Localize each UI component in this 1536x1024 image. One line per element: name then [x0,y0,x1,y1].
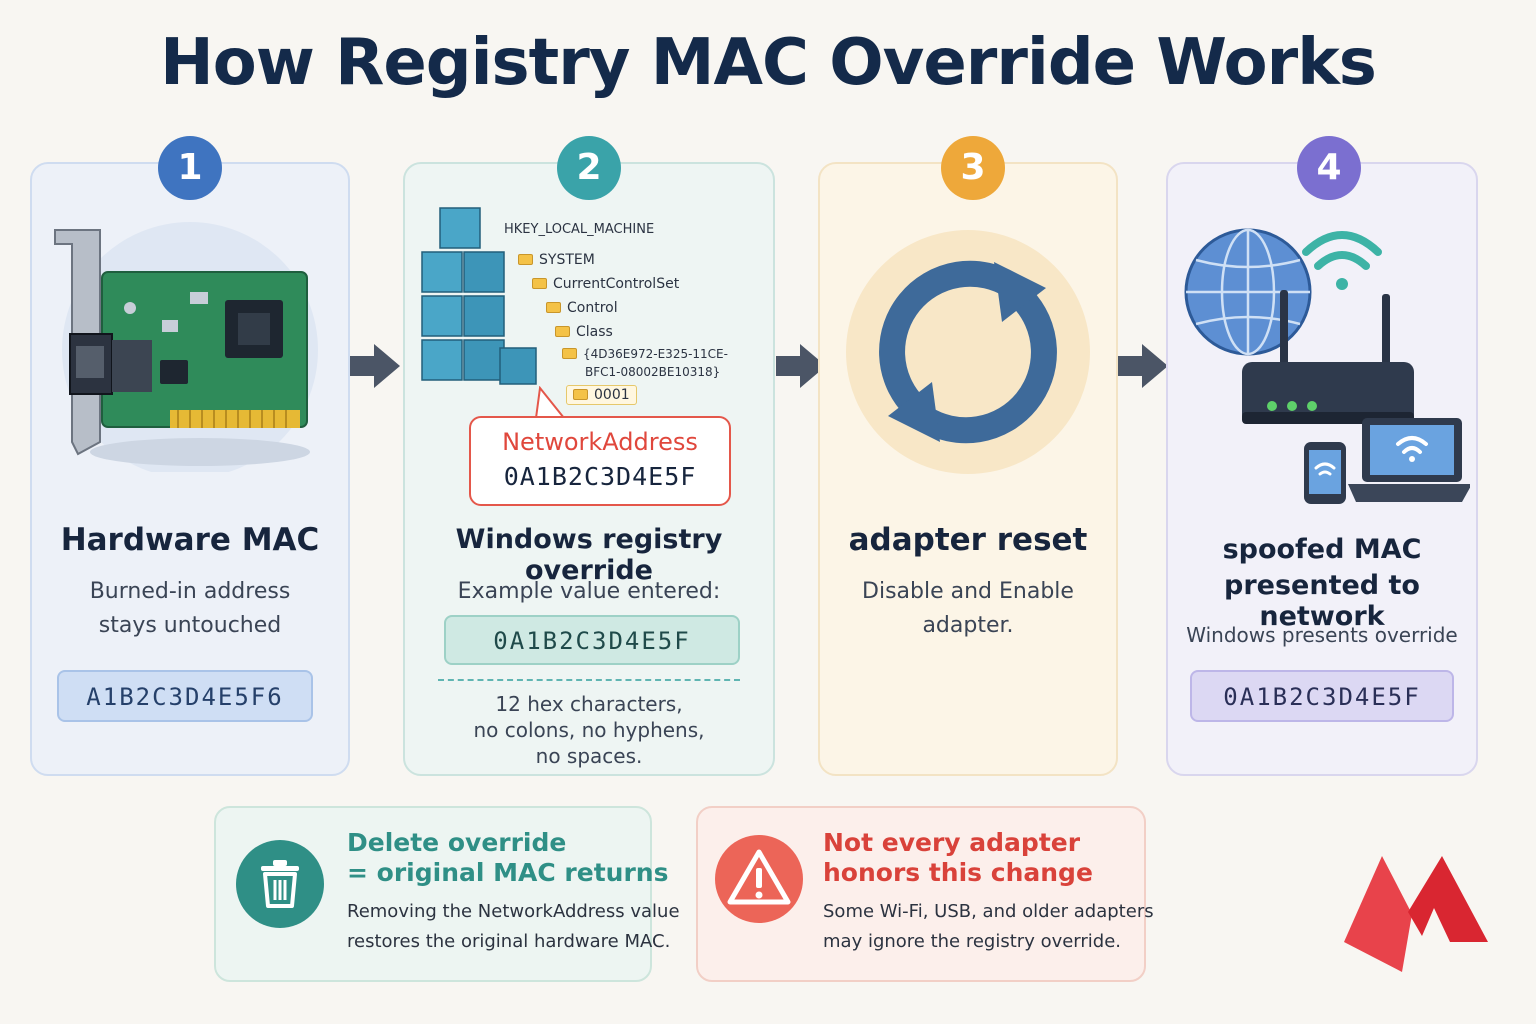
step-heading-3: adapter reset [848,522,1088,558]
folder-icon [518,254,533,265]
callout-value-name: NetworkAddress [502,428,698,456]
wifi-icon [1302,231,1382,270]
arrow-right-icon [350,344,400,388]
note-compat-text-line2: may ignore the registry override. [823,931,1122,952]
note-delete-text-line2: restores the original hardware MAC. [347,931,671,952]
registry-key: SYSTEM [518,252,595,268]
network-address-callout: NetworkAddress 0A1B2C3D4E5F [469,416,731,506]
registry-key: CurrentControlSet [532,276,679,292]
arrow-right-icon [1118,344,1168,388]
step-badge-2: 2 [557,136,621,200]
step-badge-4: 4 [1297,136,1361,200]
registry-cubes-icon [421,207,537,385]
note-compat-title-line1: Not every adapter [823,828,1081,857]
step-desc-3-line2: adapter. [922,613,1014,638]
laptop-icon [1348,418,1470,502]
step-desc-3-line1: Disable and Enable [862,579,1074,604]
page-title: How Registry MAC Override Works [160,26,1377,100]
format-note-line1: 12 hex characters, [495,692,683,716]
step-heading-4-line1: spoofed MAC [1222,534,1422,565]
folder-icon [532,278,547,289]
registry-key: Class [555,324,613,340]
step-caption-2: Example value entered: [457,579,721,604]
step-desc-1-line1: Burned-in address [89,579,291,604]
step-badge-1: 1 [158,136,222,200]
folder-icon [562,348,577,359]
network-card-icon [54,222,318,472]
refresh-icon [846,230,1090,474]
registry-key: {4D36E972-E325-11CE- [562,347,728,361]
registry-root: HKEY_LOCAL_MACHINE [504,222,655,237]
registry-key-continued: BFC1-08002BE10318} [585,365,721,379]
divider [438,679,740,681]
brand-logo-icon [1344,856,1488,972]
format-note-line3: no spaces. [535,744,643,768]
phone-icon [1304,442,1346,504]
folder-icon [573,389,588,400]
note-delete-title-line1: Delete override [347,828,567,857]
note-compat-text-line1: Some Wi-Fi, USB, and older adapters [823,901,1154,922]
step-heading-4-line2: presented to network [1224,570,1420,632]
step-caption-4: Windows presents override [1186,623,1458,647]
spoofed-mac-value: 0A1B2C3D4E5F [1190,670,1454,722]
step-heading-2: Windows registry override [455,524,723,586]
note-compat-title-line2: honors this change [823,858,1093,887]
folder-icon [546,302,561,313]
registry-key: Control [546,300,618,316]
folder-icon [555,326,570,337]
registry-mac-value: 0A1B2C3D4E5F [444,615,740,665]
step-desc-1-line2: stays untouched [98,613,282,638]
note-delete-text-line1: Removing the NetworkAddress value [347,901,680,922]
arrow-right-icon [776,344,826,388]
callout-value-data: 0A1B2C3D4E5F [503,462,697,491]
trash-icon [236,840,324,928]
warning-icon [715,835,803,923]
callout-pointer [535,386,565,419]
hardware-mac-value: A1B2C3D4E5F6 [57,670,313,722]
note-delete-title-line2: = original MAC returns [347,858,669,887]
step-heading-1: Hardware MAC [60,522,320,558]
registry-key-selected: 0001 [566,385,637,405]
step-badge-3: 3 [941,136,1005,200]
globe-icon [1184,228,1470,504]
format-note-line2: no colons, no hyphens, [473,718,705,742]
